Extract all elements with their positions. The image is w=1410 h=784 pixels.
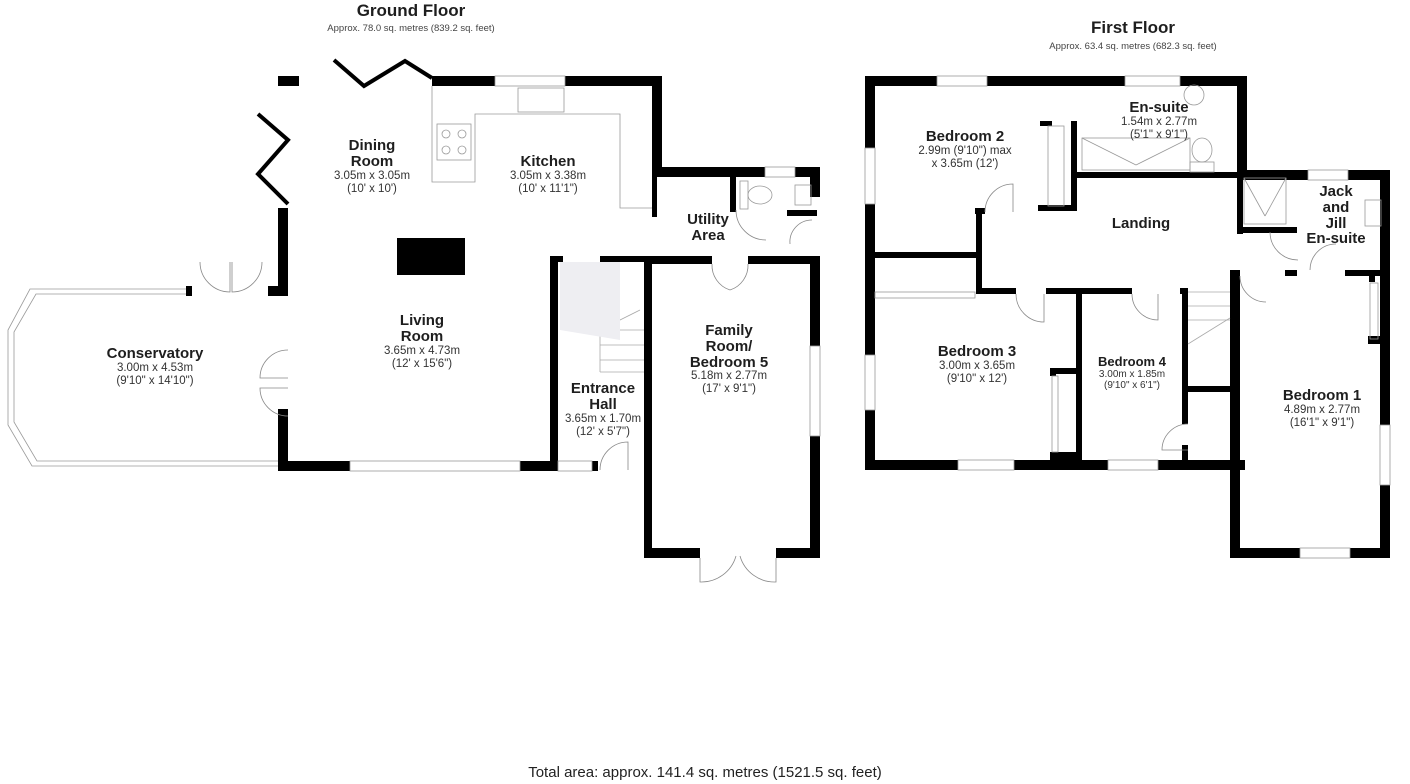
room-utility-area: Utility Area <box>687 211 729 244</box>
room-kitchen: Kitchen 3.05m x 3.38m (10' x 11'1") <box>509 153 587 195</box>
ground-floor-fixtures <box>7 75 821 583</box>
first-floor-title: First Floor <box>1090 18 1176 37</box>
room-landing: Landing <box>1111 215 1171 232</box>
ground-floor-area: Approx. 78.0 sq. metres (839.2 sq. feet) <box>327 23 495 34</box>
total-area: Total area: approx. 141.4 sq. metres (15… <box>528 764 882 781</box>
room-entrance-hall: Entrance Hall 3.65m x 1.70m (12' x 5'7") <box>564 380 642 438</box>
room-bedroom-4: Bedroom 4 3.00m x 1.85m (9'10" x 6'1") <box>1098 354 1166 392</box>
room-en-suite: En-suite 1.54m x 2.77m (5'1" x 9'1") <box>1120 99 1198 141</box>
room-bedroom-1: Bedroom 1 4.89m x 2.77m (16'1" x 9'1") <box>1282 387 1362 429</box>
room-bedroom-3: Bedroom 3 3.00m x 3.65m (9'10" x 12') <box>937 343 1017 385</box>
room-jack-and-jill-en-suite: Jack and Jill En-suite <box>1306 183 1366 248</box>
ground-floor-walls <box>186 58 820 558</box>
first-floor-fixtures <box>864 75 1391 559</box>
room-dining-room: Dining Room 3.05m x 3.05m (10' x 10') <box>333 137 411 195</box>
room-family-room-bedroom-5: Family Room/ Bedroom 5 5.18m x 2.77m (17… <box>689 322 769 396</box>
room-living-room: Living Room 3.65m x 4.73m (12' x 15'6") <box>383 312 461 370</box>
room-bedroom-2: Bedroom 2 2.99m (9'10") max x 3.65m (12'… <box>918 128 1012 170</box>
room-conservatory: Conservatory 3.00m x 4.53m (9'10" x 14'1… <box>106 345 204 387</box>
first-floor-area: Approx. 63.4 sq. metres (682.3 sq. feet) <box>1049 41 1217 52</box>
ground-floor-title: Ground Floor <box>356 1 466 20</box>
